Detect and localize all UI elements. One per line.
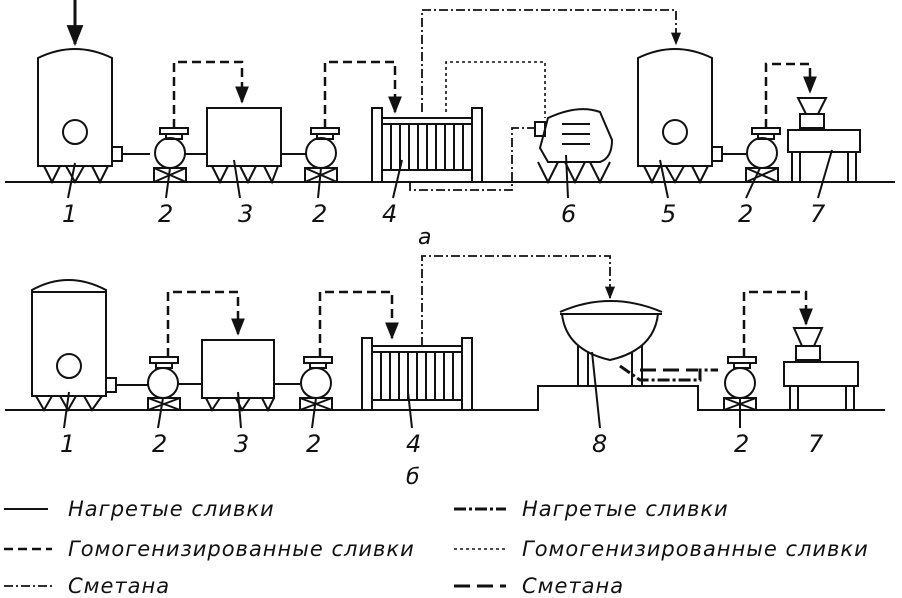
- label-b-6: 8: [592, 430, 607, 458]
- label-b-5: 4: [406, 430, 421, 458]
- pump-2a-3: [745, 127, 781, 183]
- filler-7-a: [787, 97, 861, 182]
- label-a-7: 5: [661, 200, 676, 228]
- label-b-3: 3: [234, 430, 249, 458]
- filler-7-b: [783, 327, 859, 410]
- floor-line-b: [5, 385, 885, 411]
- kettle-8-b: [559, 300, 663, 386]
- label-a-8: 2: [738, 200, 753, 228]
- label-a-6: 6: [561, 200, 576, 228]
- scheme-a-sublabel: а: [418, 225, 431, 250]
- vat-4-a: [371, 107, 483, 183]
- label-b-4: 2: [306, 430, 321, 458]
- scheme-b-sublabel: б: [406, 465, 420, 490]
- label-a-1: 1: [62, 200, 77, 228]
- label-a-2: 2: [158, 200, 173, 228]
- tank-5-a: [637, 48, 746, 185]
- scheme-a: [5, 0, 895, 199]
- label-a-5: 4: [382, 200, 397, 228]
- tank-1-b: [31, 279, 148, 413]
- legend-text-3: Гомогенизированные сливки: [68, 537, 415, 561]
- label-b-7: 2: [734, 430, 749, 458]
- vat-4-b: [361, 337, 473, 411]
- homogenizer-3-b: [201, 339, 300, 413]
- tank-1-a: [37, 48, 150, 185]
- legend-text-4: Гомогенизированные сливки: [522, 537, 869, 561]
- legend: Нагретые сливки Нагретые сливки Гомогени…: [4, 497, 869, 598]
- pump-2a-2: [304, 127, 340, 183]
- pump-2a-1: [153, 127, 189, 183]
- legend-text-6: Сметана: [522, 574, 624, 598]
- ripener-6-a: [534, 108, 614, 185]
- label-b-1: 1: [60, 430, 75, 458]
- label-b-8: 7: [808, 430, 824, 458]
- scheme-b: [5, 255, 885, 429]
- legend-text-5: Сметана: [68, 574, 170, 598]
- legend-text-2: Нагретые сливки: [522, 497, 729, 521]
- pump-2b-1: [147, 356, 181, 411]
- label-a-3: 3: [238, 200, 253, 228]
- label-a-9: 7: [810, 200, 826, 228]
- legend-text-1: Нагретые сливки: [68, 497, 275, 521]
- label-b-2: 2: [152, 430, 167, 458]
- label-a-4: 2: [312, 200, 327, 228]
- homogenizer-3-a: [206, 107, 306, 185]
